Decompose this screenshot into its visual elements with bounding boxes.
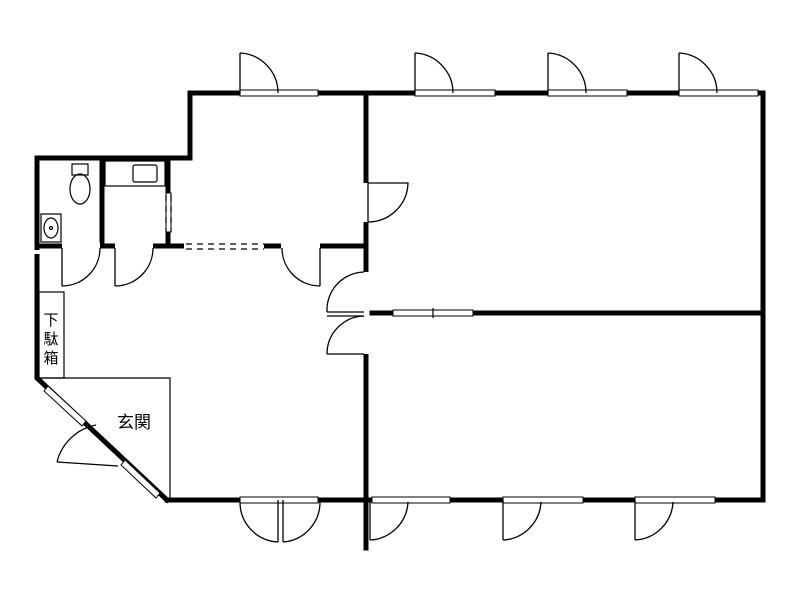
doors-top	[239, 52, 718, 94]
exterior-walls	[34, 90, 766, 504]
entrance-step-line	[37, 377, 171, 500]
shoe-cabinet-label-3: 箱	[43, 349, 58, 367]
window-entrance-diagonal-1	[43, 385, 87, 427]
shoe-cabinet-label-1: 下	[43, 311, 58, 329]
fixtures	[40, 160, 166, 243]
shoe-cabinet-label-2: 駄	[43, 330, 58, 348]
washbasin-icon	[132, 164, 158, 183]
window-top-2	[414, 89, 496, 97]
window-entrance-diagonal-2	[120, 459, 161, 499]
toilet-tank-icon	[71, 163, 89, 176]
entrance-area	[37, 291, 171, 500]
sink-icon	[40, 213, 62, 243]
window-top-1	[239, 89, 319, 97]
labels: 下 駄 箱 玄関	[43, 311, 151, 433]
dashed-openings	[165, 195, 264, 250]
exterior-wall-outline	[34, 90, 766, 504]
doors-interior	[56, 182, 409, 467]
window-top-4	[678, 89, 759, 97]
entrance-label: 玄関	[117, 413, 151, 433]
doors-bottom	[239, 500, 674, 543]
window-bottom-2	[371, 496, 451, 504]
windows	[43, 89, 759, 504]
window-bottom-1	[239, 496, 319, 504]
washroom-counter	[104, 160, 166, 187]
window-top-3	[547, 89, 628, 97]
window-bottom-3	[502, 496, 584, 504]
window-bottom-4	[634, 496, 716, 504]
wall-openings	[33, 89, 758, 504]
toilet-bowl-icon	[69, 173, 91, 205]
